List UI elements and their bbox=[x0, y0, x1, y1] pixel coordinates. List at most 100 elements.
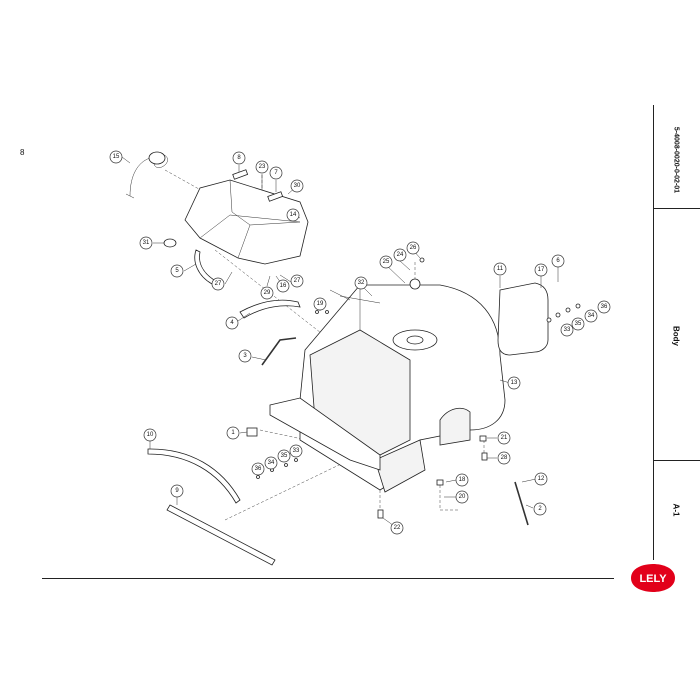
svg-text:18: 18 bbox=[459, 477, 466, 483]
rod-part bbox=[261, 337, 297, 366]
svg-text:7: 7 bbox=[274, 170, 278, 176]
callout-36b: 36 bbox=[597, 300, 611, 314]
callout-6: 6 bbox=[551, 254, 565, 268]
bottom-rule bbox=[42, 578, 614, 579]
svg-text:24: 24 bbox=[397, 252, 404, 258]
cable-part bbox=[125, 151, 168, 199]
svg-text:15: 15 bbox=[113, 154, 120, 160]
callout-33a: 33 bbox=[289, 444, 303, 458]
callout-19: 19 bbox=[313, 297, 327, 311]
svg-text:1: 1 bbox=[231, 430, 235, 436]
callout-35b: 35 bbox=[571, 317, 585, 331]
svg-text:35: 35 bbox=[575, 321, 582, 327]
svg-text:6: 6 bbox=[556, 258, 560, 264]
svg-text:29: 29 bbox=[264, 290, 271, 296]
rubber-strip-part bbox=[166, 504, 276, 566]
svg-text:36: 36 bbox=[255, 466, 262, 472]
svg-text:33: 33 bbox=[564, 327, 571, 333]
callout-23: 23 bbox=[255, 160, 269, 174]
callout-8: 8 bbox=[232, 151, 246, 165]
handle-part bbox=[232, 169, 249, 180]
callout-30: 30 bbox=[290, 179, 304, 193]
callout-11: 11 bbox=[493, 262, 507, 276]
logo-text: LELY bbox=[639, 573, 667, 585]
svg-text:2: 2 bbox=[538, 506, 542, 512]
callout-27b: 27 bbox=[290, 274, 304, 288]
callout-1: 1 bbox=[226, 426, 240, 440]
svg-text:13: 13 bbox=[511, 380, 518, 386]
svg-text:14: 14 bbox=[290, 212, 297, 218]
svg-text:4: 4 bbox=[230, 320, 234, 326]
svg-text:34: 34 bbox=[268, 460, 275, 466]
rod-part bbox=[514, 481, 529, 526]
callout-27a: 27 bbox=[211, 277, 225, 291]
callout-21: 21 bbox=[497, 431, 511, 445]
svg-text:10: 10 bbox=[147, 432, 154, 438]
callout-16: 16 bbox=[276, 279, 290, 293]
svg-text:33: 33 bbox=[293, 448, 300, 454]
svg-text:3: 3 bbox=[243, 353, 247, 359]
callouts: 1 2 3 4 5 6 7 8 9 10 11 12 13 14 15 16 1… bbox=[109, 150, 611, 535]
callout-4: 4 bbox=[225, 316, 239, 330]
callout-33b: 33 bbox=[560, 323, 574, 337]
callout-9: 9 bbox=[170, 484, 184, 498]
handle-part bbox=[267, 191, 284, 202]
main-body-part bbox=[299, 284, 506, 493]
page-number: 8 bbox=[20, 148, 25, 157]
svg-text:36: 36 bbox=[601, 304, 608, 310]
callout-13: 13 bbox=[507, 376, 521, 390]
svg-text:25: 25 bbox=[383, 259, 390, 265]
sidebar-border bbox=[653, 105, 654, 560]
callout-35a: 35 bbox=[277, 449, 291, 463]
bracket-part bbox=[246, 427, 258, 437]
callout-25: 25 bbox=[379, 255, 393, 269]
svg-text:17: 17 bbox=[538, 267, 545, 273]
svg-text:20: 20 bbox=[459, 494, 466, 500]
sidebar-divider bbox=[653, 460, 700, 461]
callout-14: 14 bbox=[286, 208, 300, 222]
callout-34a: 34 bbox=[264, 456, 278, 470]
callout-22: 22 bbox=[390, 521, 404, 535]
svg-text:23: 23 bbox=[259, 164, 266, 170]
callout-34b: 34 bbox=[584, 309, 598, 323]
callout-29: 29 bbox=[260, 286, 274, 300]
callout-12: 12 bbox=[534, 472, 548, 486]
top-cover-part bbox=[184, 179, 309, 265]
callout-31: 31 bbox=[139, 236, 153, 250]
strip-part bbox=[239, 299, 301, 319]
fasteners bbox=[256, 257, 581, 519]
svg-text:19: 19 bbox=[317, 301, 324, 307]
callout-5: 5 bbox=[170, 264, 184, 278]
callout-32: 32 bbox=[354, 276, 368, 290]
svg-text:34: 34 bbox=[588, 313, 595, 319]
callout-7: 7 bbox=[269, 166, 283, 180]
callout-28: 28 bbox=[497, 451, 511, 465]
callout-10: 10 bbox=[143, 428, 157, 442]
callout-24: 24 bbox=[393, 248, 407, 262]
callout-17: 17 bbox=[534, 263, 548, 277]
front-bar-part bbox=[269, 397, 381, 471]
svg-text:12: 12 bbox=[538, 476, 545, 482]
svg-text:32: 32 bbox=[358, 280, 365, 286]
knob-part bbox=[163, 238, 177, 248]
sidebar-divider bbox=[653, 208, 700, 209]
svg-text:27: 27 bbox=[294, 278, 301, 284]
svg-text:31: 31 bbox=[143, 240, 150, 246]
callout-26: 26 bbox=[406, 241, 420, 255]
svg-text:8: 8 bbox=[237, 155, 241, 161]
svg-text:27: 27 bbox=[215, 281, 222, 287]
callout-3: 3 bbox=[238, 349, 252, 363]
callout-15: 15 bbox=[109, 150, 123, 164]
callout-18: 18 bbox=[455, 473, 469, 487]
svg-text:21: 21 bbox=[501, 435, 508, 441]
side-panel-part bbox=[194, 249, 215, 285]
svg-text:5: 5 bbox=[175, 268, 179, 274]
lely-logo: LELY bbox=[631, 564, 675, 592]
svg-text:28: 28 bbox=[501, 455, 508, 461]
callout-2: 2 bbox=[533, 502, 547, 516]
svg-text:35: 35 bbox=[281, 453, 288, 459]
callout-36a: 36 bbox=[251, 462, 265, 476]
rear-panel-part bbox=[497, 282, 549, 356]
svg-text:30: 30 bbox=[294, 183, 301, 189]
